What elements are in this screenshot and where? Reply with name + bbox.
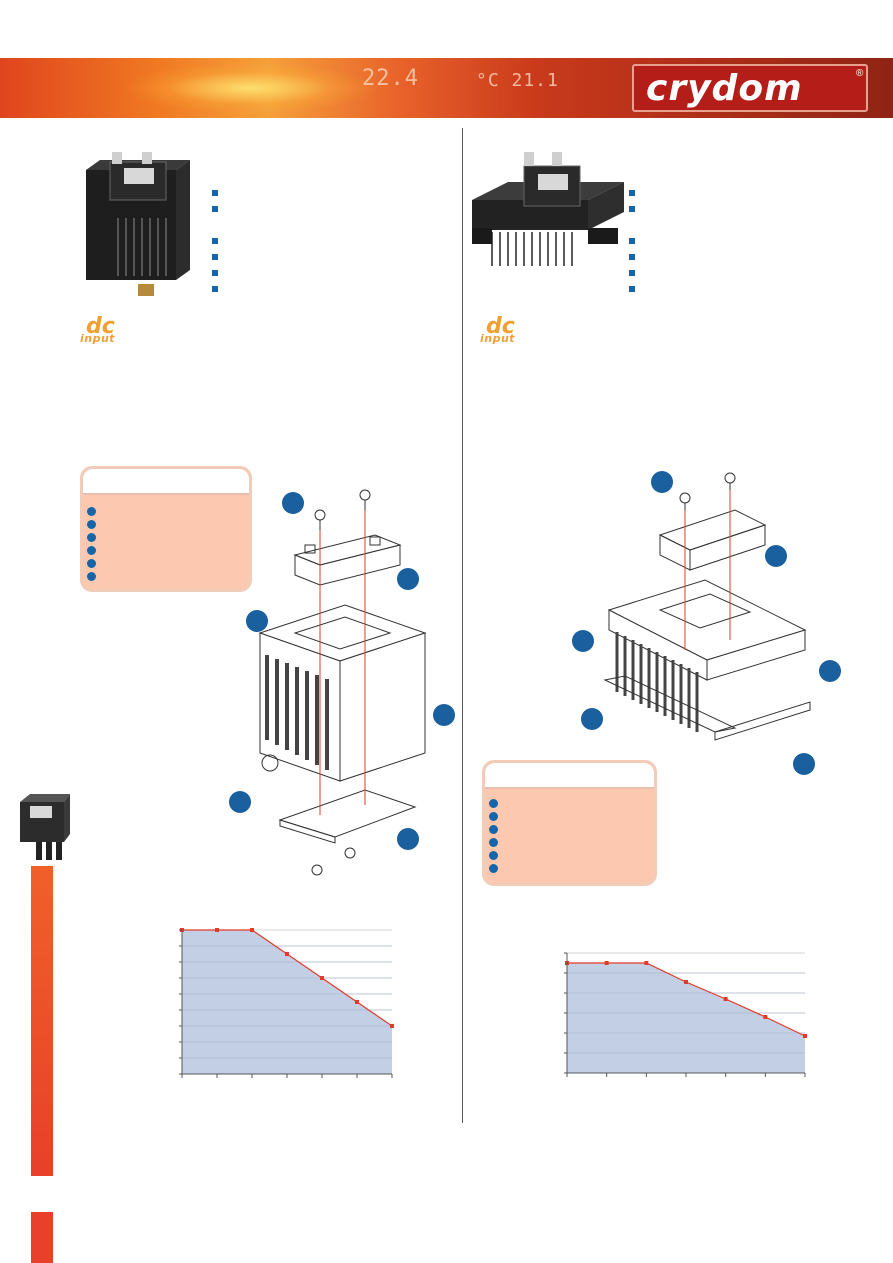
legend-box-right xyxy=(482,760,657,886)
data-point xyxy=(390,1024,394,1028)
bullet-square xyxy=(629,286,635,292)
banner-readout-2: °C 21.1 xyxy=(476,70,559,91)
legend-dot xyxy=(489,799,498,808)
data-point xyxy=(604,961,609,965)
dc-badge-bottom: input xyxy=(80,332,116,345)
relay-heatsink-photo-left xyxy=(86,152,190,296)
legend-header xyxy=(83,469,249,495)
callout-circle xyxy=(397,828,419,850)
legend-dot xyxy=(87,546,96,555)
callout-circle xyxy=(581,708,603,730)
dc-input-badge: dc input xyxy=(480,314,540,345)
bullet-square xyxy=(212,286,218,292)
derating-chart-left xyxy=(179,928,394,1078)
legend-dot xyxy=(87,507,96,516)
bullet-square xyxy=(212,254,218,260)
derating-chart-right xyxy=(564,952,807,1077)
callout-circle xyxy=(229,791,251,813)
legend-dot xyxy=(87,533,96,542)
banner-glow xyxy=(120,63,380,113)
callout-circle xyxy=(651,471,673,493)
data-point xyxy=(644,961,649,965)
legend-header xyxy=(485,763,654,789)
bullet-square xyxy=(629,238,635,244)
callout-circle xyxy=(282,492,304,514)
registered-mark: ® xyxy=(856,68,864,79)
bullet-square xyxy=(212,206,218,212)
exploded-diagram-right xyxy=(603,472,811,741)
legend-dot xyxy=(489,851,498,860)
banner-readout-1: 22.4 xyxy=(362,66,419,91)
bullet-square xyxy=(212,270,218,276)
legend-dot xyxy=(489,812,498,821)
data-point xyxy=(285,952,289,956)
legend-dot xyxy=(489,864,498,873)
callout-circle xyxy=(819,660,841,682)
data-point xyxy=(250,928,254,932)
crydom-logo: crydom ® xyxy=(632,64,868,112)
legend-dot xyxy=(87,572,96,581)
exploded-diagram-left xyxy=(258,489,427,876)
dc-badge-top: dc xyxy=(486,314,515,339)
area-fill xyxy=(567,963,805,1073)
legend-dot xyxy=(489,838,498,847)
logo-text: crydom xyxy=(646,68,803,109)
side-accent-bar xyxy=(31,1212,53,1263)
callout-circle xyxy=(397,568,419,590)
legend-box-left xyxy=(80,466,252,592)
data-point xyxy=(320,976,324,980)
legend-dot xyxy=(489,825,498,834)
callout-circle xyxy=(793,753,815,775)
bullet-square xyxy=(212,190,218,196)
data-point xyxy=(684,980,688,984)
dc-input-badge: dc input xyxy=(80,314,140,345)
column-divider xyxy=(462,128,463,1123)
bullet-square xyxy=(212,238,218,244)
callout-circle xyxy=(572,630,594,652)
bullet-square xyxy=(629,270,635,276)
bullet-square xyxy=(629,206,635,212)
callout-circle xyxy=(246,610,268,632)
bullet-square xyxy=(629,190,635,196)
callout-circle xyxy=(765,545,787,567)
dc-badge-bottom: input xyxy=(480,332,516,345)
data-point xyxy=(215,928,219,932)
data-point xyxy=(355,1000,359,1004)
area-fill xyxy=(182,930,392,1074)
side-accent-bar xyxy=(31,866,53,1176)
header-banner: 22.4 °C 21.1 crydom ® xyxy=(0,58,893,118)
legend-dot xyxy=(87,559,96,568)
dc-badge-top: dc xyxy=(86,314,115,339)
bullet-square xyxy=(629,254,635,260)
legend-dot xyxy=(87,520,96,529)
data-point xyxy=(723,997,728,1001)
relay-heatsink-photo-right xyxy=(472,152,624,266)
callout-circle xyxy=(433,704,455,726)
data-point xyxy=(803,1034,807,1038)
relay-thumbnail xyxy=(20,794,70,860)
data-point xyxy=(763,1015,768,1019)
